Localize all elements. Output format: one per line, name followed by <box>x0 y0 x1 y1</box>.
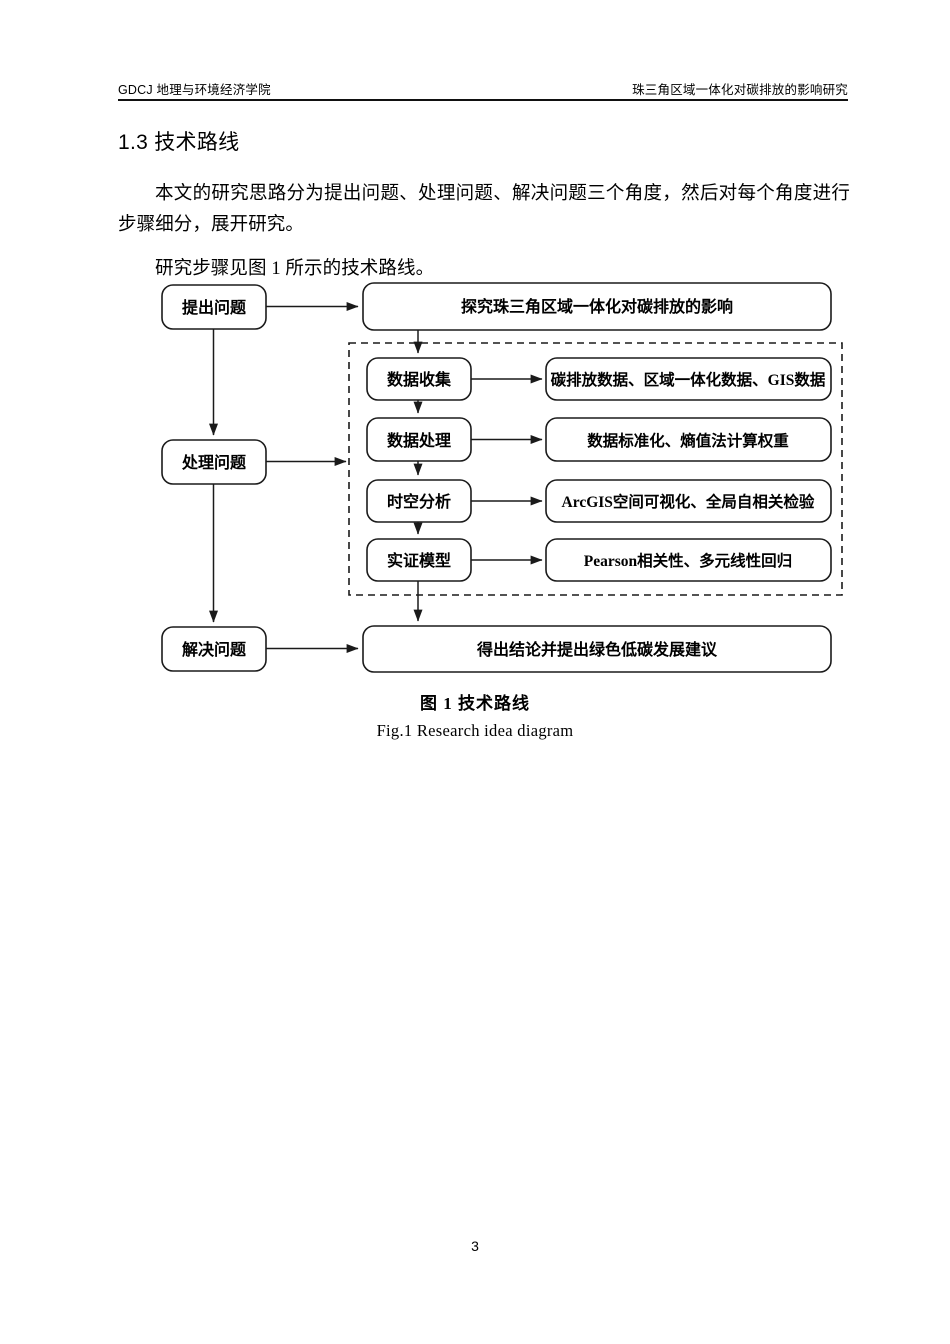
node-label: 数据标准化、熵值法计算权重 <box>587 431 789 450</box>
paragraph-research-approach: 本文的研究思路分为提出问题、处理问题、解决问题三个角度，然后对每个角度进行步骤细… <box>118 183 850 235</box>
node-label: 得出结论并提出绿色低碳发展建议 <box>476 640 718 659</box>
node-label: 数据处理 <box>387 431 451 450</box>
node-label: Pearson相关性、多元线性回归 <box>584 551 792 570</box>
node-stage-raise-question: 提出问题 <box>161 284 267 330</box>
node-detail-arcgis-autocorrelation: ArcGIS空间可视化、全局自相关检验 <box>545 479 832 523</box>
node-label: 探究珠三角区域一体化对碳排放的影响 <box>461 297 733 316</box>
node-step-data-collection: 数据收集 <box>366 357 472 401</box>
node-label: 提出问题 <box>182 298 247 317</box>
processing-group-dashed-border <box>348 342 843 596</box>
node-detail-standardization-entropy: 数据标准化、熵值法计算权重 <box>545 417 832 462</box>
paragraph-figure-reference: 研究步骤见图 1 所示的技术路线。 <box>155 258 435 279</box>
research-idea-flowchart: 提出问题 处理问题 解决问题 探究珠三角区域一体化对碳排放的影响 数据收集 数据… <box>161 282 843 673</box>
node-stage-solve-question: 解决问题 <box>161 626 267 672</box>
node-label: ArcGIS空间可视化、全局自相关检验 <box>562 492 815 511</box>
node-research-goal: 探究珠三角区域一体化对碳排放的影响 <box>362 282 832 331</box>
node-detail-data-sources: 碳排放数据、区域一体化数据、GIS数据 <box>545 357 832 401</box>
node-label: 解决问题 <box>182 640 247 659</box>
node-detail-pearson-regression: Pearson相关性、多元线性回归 <box>545 538 832 582</box>
header-left-text: GDCJ 地理与环境经济学院 <box>118 83 271 97</box>
node-conclusion-suggestion: 得出结论并提出绿色低碳发展建议 <box>362 625 832 673</box>
header-divider-rule <box>118 99 848 101</box>
node-label: 处理问题 <box>181 453 247 472</box>
page-number: 3 <box>471 1238 479 1254</box>
figure-caption-english: Fig.1 Research idea diagram <box>376 721 574 740</box>
node-step-empirical-model: 实证模型 <box>366 538 472 582</box>
node-label: 实证模型 <box>387 551 451 570</box>
node-label: 时空分析 <box>387 492 451 511</box>
node-step-spatiotemporal-analysis: 时空分析 <box>366 479 472 523</box>
header-right-text: 珠三角区域一体化对碳排放的影响研究 <box>632 83 848 97</box>
node-step-data-processing: 数据处理 <box>366 417 472 462</box>
section-heading: 1.3 技术路线 <box>118 131 240 155</box>
running-header: GDCJ 地理与环境经济学院 珠三角区域一体化对碳排放的影响研究 <box>118 76 848 98</box>
node-label: 碳排放数据、区域一体化数据、GIS数据 <box>551 370 826 389</box>
figure-caption-chinese: 图 1 技术路线 <box>420 694 530 713</box>
node-label: 数据收集 <box>387 370 452 389</box>
node-stage-process-question: 处理问题 <box>161 439 267 485</box>
